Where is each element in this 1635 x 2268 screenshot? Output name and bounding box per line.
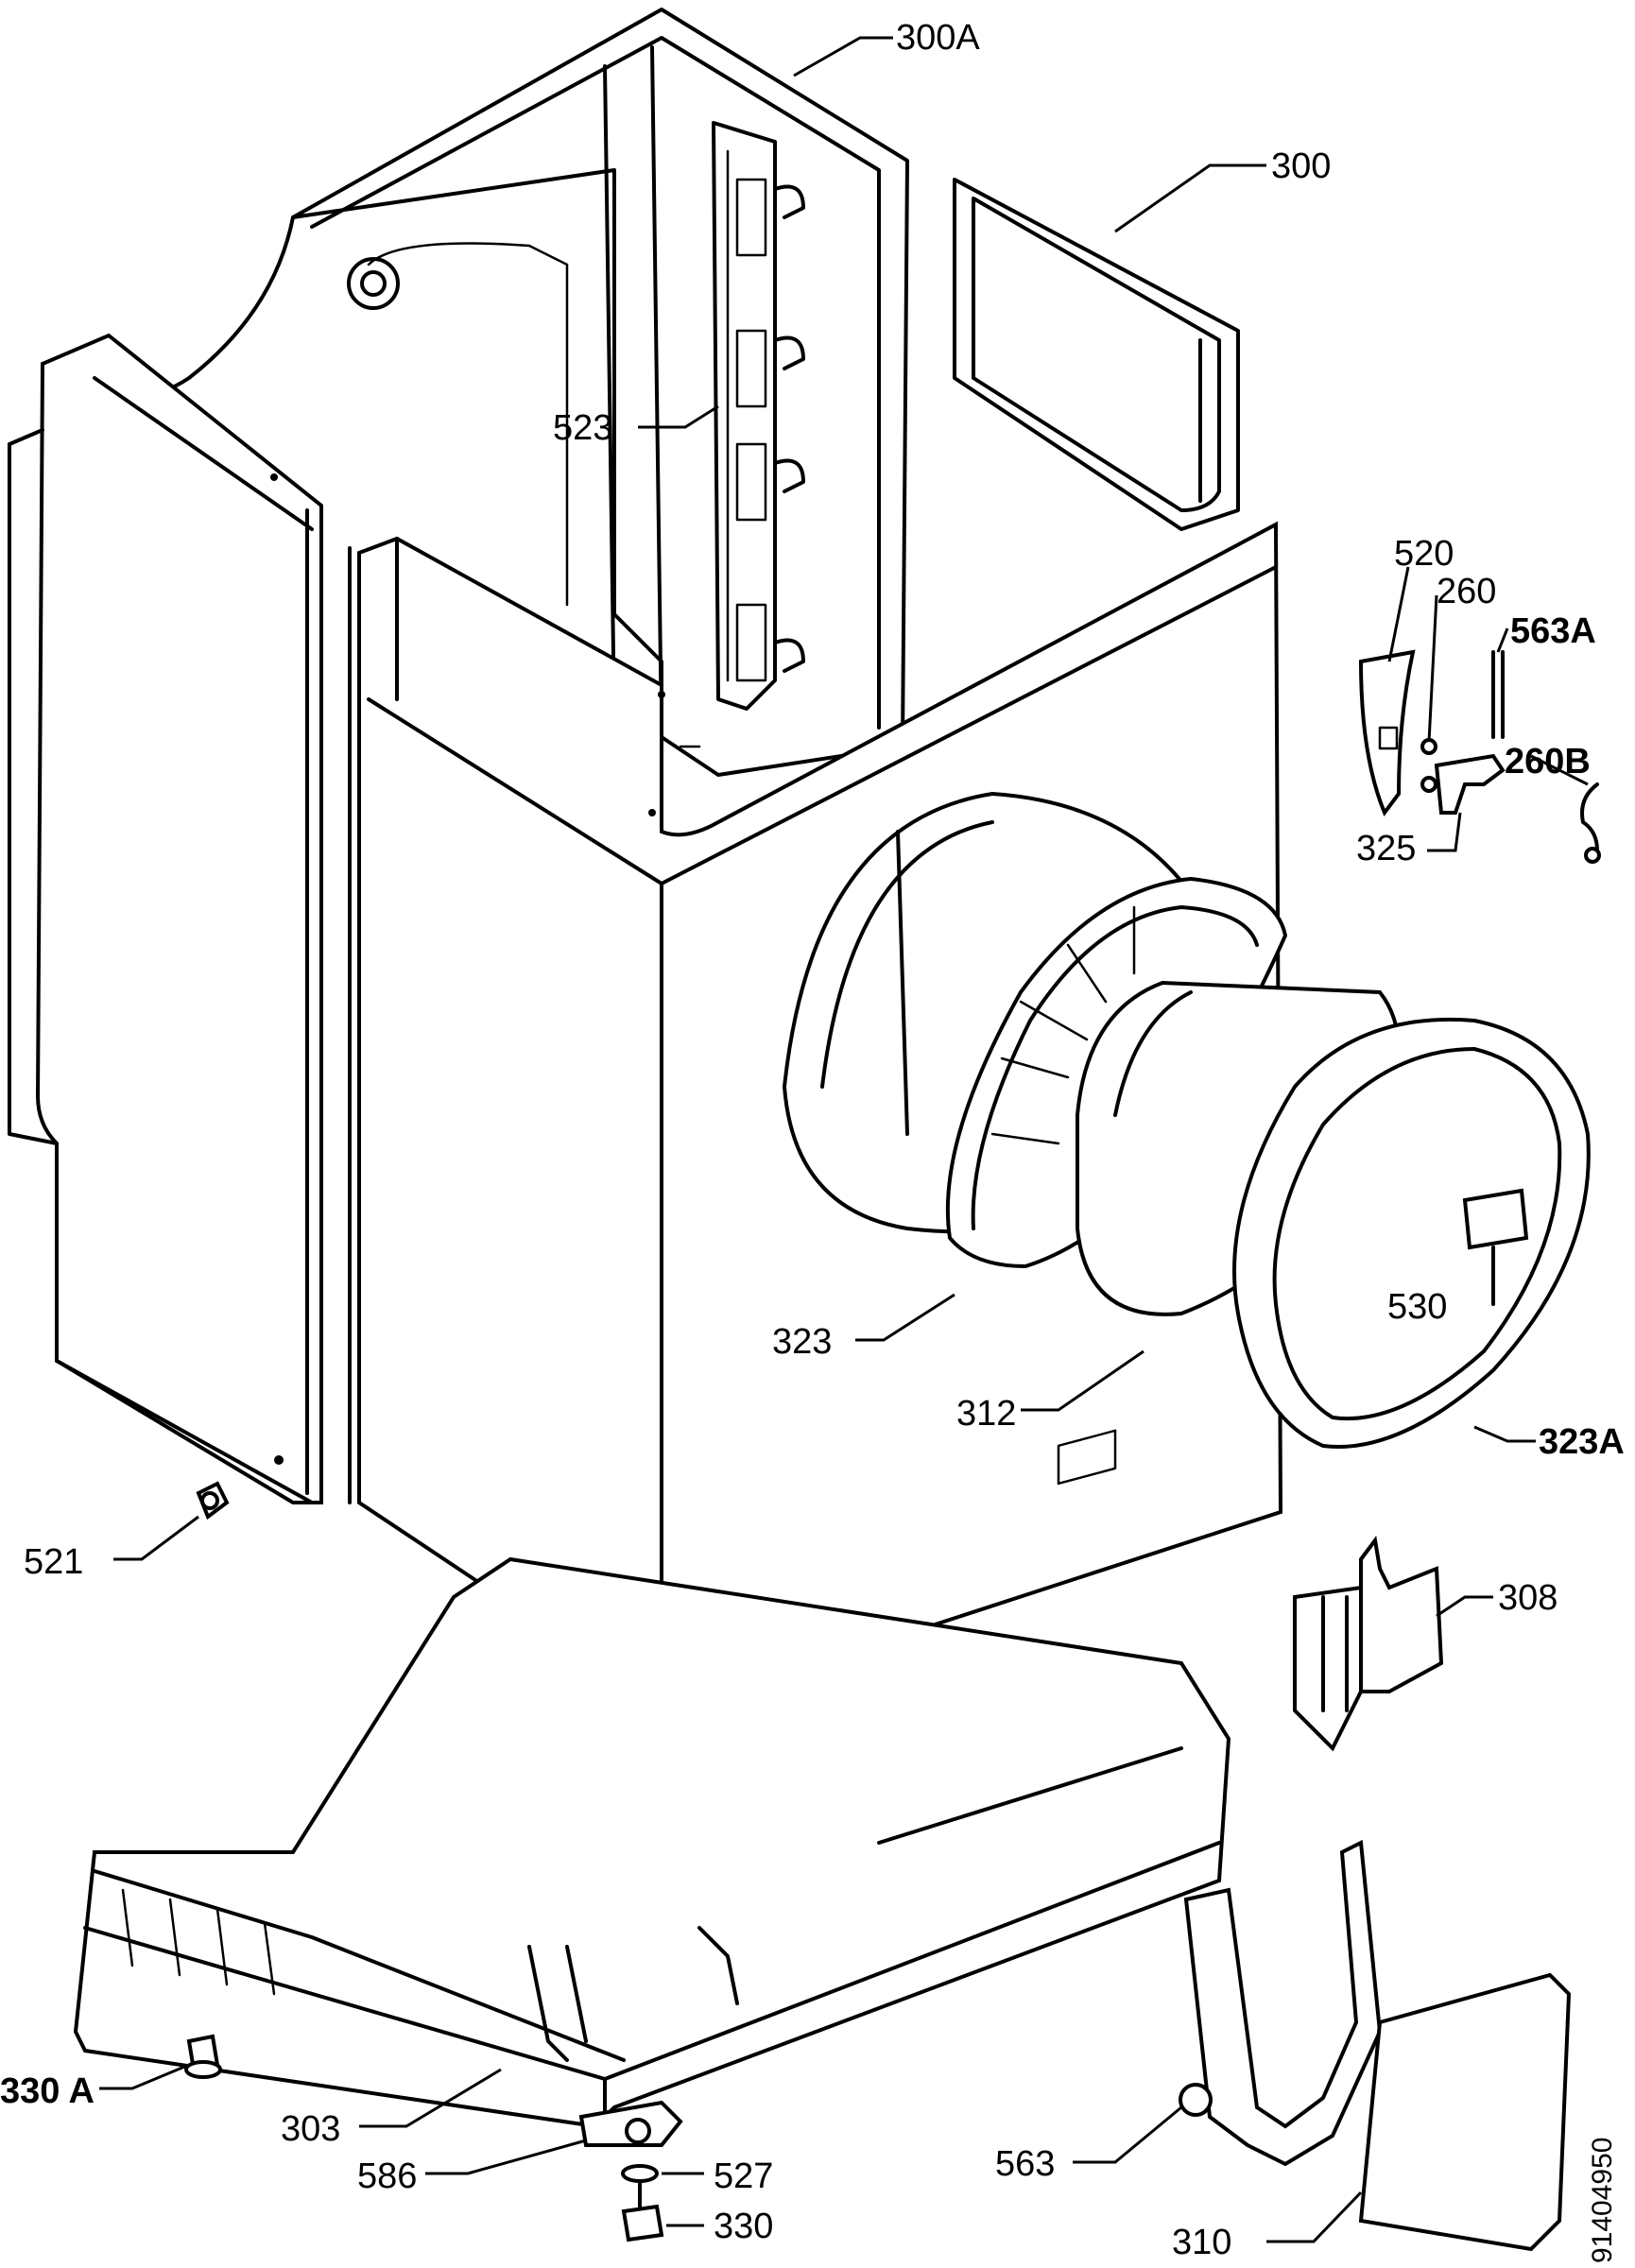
label-521: 521 (24, 1542, 83, 1582)
foot-330 (621, 2181, 664, 2242)
label-523: 523 (553, 408, 612, 448)
drawing-code: 91404950 (1587, 2138, 1618, 2263)
label-330: 330 (714, 2207, 773, 2246)
label-312: 312 (956, 1394, 1016, 1434)
label-563a: 563A (1510, 611, 1596, 651)
left-side-panel (8, 333, 323, 1504)
label-586: 586 (357, 2156, 417, 2196)
latch-assembly (1358, 649, 1601, 864)
label-530: 530 (1387, 1287, 1447, 1327)
foot-330a (184, 2034, 222, 2079)
label-300a: 300A (896, 18, 980, 58)
door-seal-323a (1232, 1017, 1591, 1449)
door-hinge-308 (1293, 1536, 1444, 1752)
label-563: 563 (995, 2144, 1055, 2184)
rear-bracket-523 (712, 121, 805, 711)
label-323a: 323A (1539, 1422, 1625, 1462)
label-310: 310 (1172, 2223, 1231, 2262)
screw-521 (196, 1481, 230, 1521)
base-frame-303 (73, 1429, 1231, 2129)
label-260b: 260B (1505, 742, 1591, 782)
label-323: 323 (772, 1322, 832, 1362)
label-520: 520 (1394, 534, 1454, 574)
part-labels: 300A 300 523 520 260 563A 260B 325 530 3… (0, 18, 1625, 2263)
label-303: 303 (281, 2109, 340, 2149)
rear-frame-300a (130, 8, 909, 777)
label-325: 325 (1356, 829, 1416, 868)
service-bracket (1179, 1839, 1383, 2167)
label-308: 308 (1498, 1578, 1558, 1618)
service-panel-310 (1358, 1972, 1572, 2252)
label-300: 300 (1271, 146, 1331, 186)
leader-lines (99, 36, 1589, 2243)
label-330a: 330 A (0, 2071, 95, 2111)
side-frame-300 (953, 178, 1240, 531)
nut-527 (621, 2164, 659, 2183)
label-527: 527 (714, 2156, 773, 2196)
label-260: 260 (1437, 572, 1496, 611)
